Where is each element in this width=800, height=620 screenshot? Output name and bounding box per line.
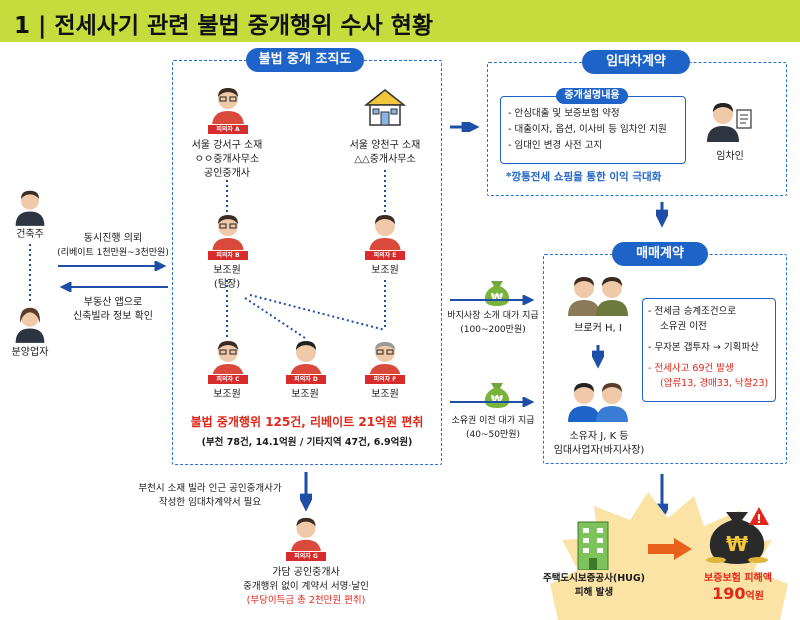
g-line3: (부당이득금 총 2천만원 편취) bbox=[246, 595, 366, 606]
hug-line2: 피해 발생 bbox=[574, 587, 614, 598]
sale-content-box bbox=[642, 298, 776, 402]
suspect-b-role2: (팀장) bbox=[213, 279, 241, 290]
arrow-to-org bbox=[58, 261, 167, 271]
suspect-a-tag: 피의자 A bbox=[207, 124, 249, 135]
lease-label: 임대차계약 bbox=[582, 50, 690, 74]
sale-red-item-1: - 전세사고 69건 발생 bbox=[648, 363, 734, 374]
agency-a-line3: 공인중개사 bbox=[204, 168, 250, 179]
agency-a-line2: ㅇㅇ중개사무소 bbox=[194, 154, 260, 165]
fee-2-line2: (40~50만원) bbox=[465, 430, 521, 440]
lease-sublabel: 중개설명내용 bbox=[556, 88, 628, 104]
sale-red-item-2: (압류13, 경매33, 낙찰23) bbox=[660, 378, 769, 389]
rebate-request-line1: 동시진행 의뢰 bbox=[83, 233, 143, 244]
owner-avatars bbox=[568, 383, 628, 422]
agency-b-line1: 서울 양천구 소재 bbox=[349, 140, 421, 151]
suspect-c-role: 보조원 bbox=[213, 389, 241, 400]
builder-label: 건축주 bbox=[16, 229, 44, 240]
g-note-line1: 부천시 소재 빌라 인근 공인중개사가 bbox=[138, 483, 282, 494]
agency-b-line2: △△중개사무소 bbox=[354, 154, 416, 165]
sale-item-2: 소유권 이전 bbox=[660, 321, 707, 332]
app-check-line2: 신축빌라 정보 확인 bbox=[73, 311, 153, 322]
arrow-org-to-g bbox=[300, 472, 312, 512]
page-title: 1 | 전세사기 관련 불법 중개행위 수사 현황 bbox=[14, 13, 434, 39]
app-check-line1: 부동산 앱으로 bbox=[83, 297, 143, 308]
rebate-request-line2: (리베이트 1천만원~3천만원) bbox=[57, 248, 169, 258]
loss-amount-wrap: 190억원 bbox=[688, 584, 788, 607]
fee-1-line2: (100~200만원) bbox=[460, 325, 526, 335]
lease-note: *깡통전세 쇼핑을 통한 이익 극대화 bbox=[506, 171, 662, 183]
suspect-b-tag: 피의자 B bbox=[207, 250, 249, 261]
arrow-org-to-lease bbox=[450, 122, 480, 132]
org-chart-label: 불법 중개 조직도 bbox=[246, 48, 364, 72]
loss-arrow bbox=[648, 538, 692, 560]
money-sack-icon: ₩ bbox=[706, 512, 768, 564]
suspect-e-tag: 피의자 E bbox=[364, 250, 406, 261]
tenant-avatar bbox=[707, 103, 752, 142]
g-note-line2: 작성한 임대차계약서 필요 bbox=[158, 497, 262, 508]
loss-label: 보증보험 피해액 bbox=[704, 573, 772, 584]
sale-item-1: - 전세금 승계조건으로 bbox=[648, 306, 737, 317]
tenant-label: 임차인 bbox=[716, 151, 744, 162]
suspect-g-tag: 피의자 G bbox=[285, 551, 327, 562]
hug-line1: 주택도시보증공사(HUG) bbox=[542, 573, 646, 584]
building-icon bbox=[364, 89, 406, 126]
suspect-f-role: 보조원 bbox=[371, 389, 399, 400]
arrow-lease-to-sale bbox=[656, 202, 668, 228]
suspect-e-avatar bbox=[369, 215, 401, 254]
suspect-d-tag: 피의자 D bbox=[285, 374, 327, 385]
suspect-b-avatar bbox=[212, 215, 244, 254]
broker-avatars bbox=[568, 277, 628, 316]
g-line2: 중개행위 없이 계약서 서명·날인 bbox=[243, 581, 369, 592]
arrow-fee-2 bbox=[450, 397, 535, 407]
loss-amount: 190 bbox=[712, 584, 746, 603]
suspect-c-tag: 피의자 C bbox=[207, 374, 249, 385]
lease-item-2: - 대출이자, 옵션, 이사비 등 임차인 지원 bbox=[508, 124, 667, 135]
suspect-f-tag: 피의자 F bbox=[364, 374, 406, 385]
loss-unit: 억원 bbox=[745, 591, 764, 602]
suspect-a-avatar bbox=[212, 88, 244, 127]
suspect-e-role: 보조원 bbox=[371, 265, 399, 276]
org-summary-red: 불법 중개행위 125건, 리베이트 21억원 편취 bbox=[190, 415, 424, 429]
arrow-fee-1 bbox=[450, 295, 535, 305]
broker-label: 브로커 H, I bbox=[574, 323, 622, 334]
builder-seller-link bbox=[29, 244, 31, 304]
arrow-from-org bbox=[59, 282, 168, 292]
lease-item-1: - 안심대출 및 보증보험 약정 bbox=[508, 108, 620, 119]
owner-label-2: 임대사업자(바지사장) bbox=[553, 445, 645, 456]
title-bar bbox=[0, 0, 800, 42]
sale-item-3: - 무자본 갭투자 → 기획파산 bbox=[648, 342, 759, 353]
builder-avatar bbox=[15, 190, 45, 226]
fee-1-line1: 바지사장 소개 대가 지급 bbox=[447, 311, 539, 321]
owner-label-1: 소유자 J, K 등 bbox=[569, 431, 629, 442]
arrow-broker-to-owner bbox=[592, 345, 604, 369]
org-summary-black: (부천 78건, 14.1억원 / 기타지역 47건, 6.9억원) bbox=[201, 437, 413, 448]
warning-icon: ! bbox=[749, 507, 769, 526]
seller-label: 분양업자 bbox=[11, 347, 49, 358]
fee-2-line1: 소유권 이전 대가 지급 bbox=[451, 416, 535, 426]
sale-label: 매매계약 bbox=[612, 242, 708, 266]
g-line1: 가담 공인중개사 bbox=[272, 567, 340, 578]
warning-symbol: ! bbox=[756, 512, 761, 526]
agency-a-line1: 서울 강서구 소재 bbox=[191, 140, 263, 151]
suspect-d-role: 보조원 bbox=[291, 389, 319, 400]
seller-avatar bbox=[15, 307, 45, 343]
suspect-b-role: 보조원 bbox=[213, 265, 241, 276]
lease-item-3: - 임대인 변경 사전 고지 bbox=[508, 140, 603, 151]
lease-content-box bbox=[500, 96, 686, 164]
suspect-g-avatar bbox=[290, 517, 322, 555]
hug-building-icon bbox=[577, 521, 609, 570]
money-sack-symbol: ₩ bbox=[726, 532, 748, 556]
